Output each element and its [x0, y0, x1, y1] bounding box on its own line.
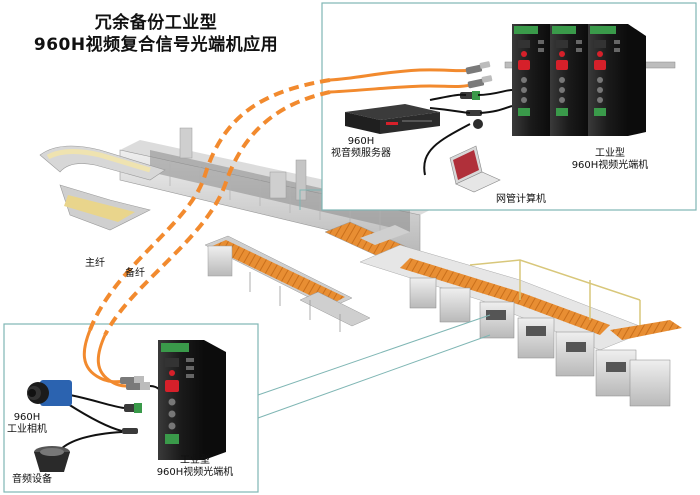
fiber-links [82, 68, 475, 388]
camera-label-line1: 960H [13, 412, 41, 423]
diagram-title-line2: 960H视频复合信号光端机应用 [33, 35, 279, 55]
backup-fiber-dashed [103, 90, 331, 336]
server-label-line2: 视音频服务器 [331, 148, 391, 159]
top-transceiver-label-line2: 960H视频光端机 [571, 160, 649, 171]
bottom-transceiver-label-line1: 工业型 [180, 455, 210, 466]
camera-label: 960H 工业相机 [2, 412, 52, 436]
audio-label: 音频设备 [12, 474, 52, 485]
bottom-transceiver-label: 工业型 960H视频光端机 [140, 455, 250, 479]
transceiver-icon [550, 24, 588, 136]
transceiver-icon [588, 24, 628, 136]
top-fiber-solid-b [329, 82, 475, 94]
production-line [39, 127, 682, 407]
bottom-transceiver-label-line2: 960H视频光端机 [156, 467, 234, 478]
fiber-connector-icon [460, 61, 493, 129]
bottom-fiber-solid-a [82, 329, 125, 384]
diagram-title-line1: 冗余备份工业型 [94, 13, 218, 33]
packaging-machines [409, 277, 671, 407]
callout-lines [257, 189, 491, 419]
camera-icon [27, 380, 72, 406]
primary-fiber-dashed [88, 78, 331, 331]
laptop-icon [449, 145, 501, 193]
backup-fiber-label: 备纤 [125, 268, 145, 279]
top-fiber-solid-a [329, 68, 473, 82]
bottom-fiber-solid-b [96, 334, 131, 388]
server-icon [345, 104, 440, 134]
fiber-connector-icon [120, 376, 150, 434]
primary-fiber-label: 主纤 [85, 258, 105, 269]
top-transceiver-group [504, 24, 676, 136]
server-label: 960H 视音频服务器 [326, 136, 396, 160]
top-cables [423, 89, 513, 176]
top-transceiver-label: 工业型 960H视频光端机 [560, 148, 660, 172]
server-label-line1: 960H [347, 136, 375, 147]
transceiver-icon [512, 24, 550, 136]
transceiver-icon [158, 340, 226, 460]
top-transceiver-label-line1: 工业型 [595, 148, 625, 159]
speaker-icon [34, 446, 70, 472]
pc-label: 网管计算机 [496, 194, 546, 205]
camera-label-line2: 工业相机 [7, 424, 47, 435]
